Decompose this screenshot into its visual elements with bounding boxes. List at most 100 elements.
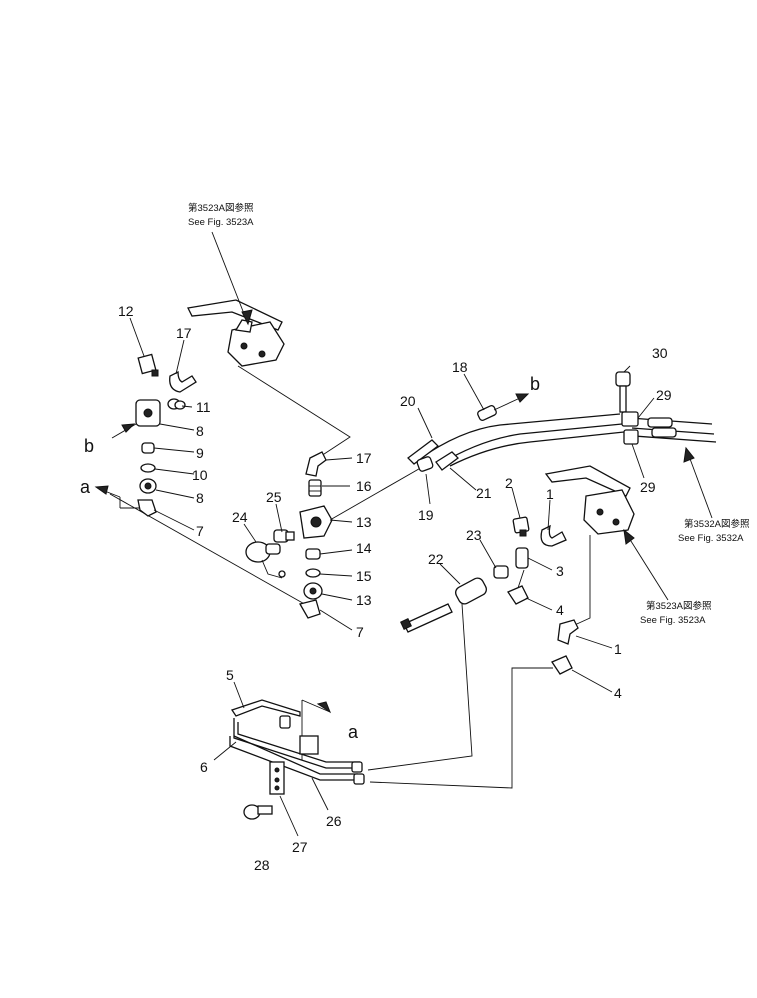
pipe-valve-to-1 bbox=[567, 535, 591, 629]
part-15-oring bbox=[305, 568, 321, 578]
ref-right-top-jp: 第3532A図参照 bbox=[684, 518, 750, 530]
callout-1-lower: 1 bbox=[614, 641, 622, 657]
part-16-connector bbox=[308, 479, 322, 497]
leader-lines bbox=[129, 317, 655, 837]
part-13-valve bbox=[299, 505, 333, 539]
callout-10: 10 bbox=[192, 467, 208, 483]
part-8-nut bbox=[139, 478, 157, 494]
part-1-hose-lower bbox=[557, 619, 579, 645]
ref-arrow-right-bottom bbox=[623, 528, 669, 601]
callout-13-upper: 13 bbox=[356, 514, 372, 530]
part-7-elbow-left bbox=[137, 499, 157, 517]
part-29-clamp-upper bbox=[621, 411, 639, 427]
callout-7-left: 7 bbox=[196, 523, 204, 539]
callout-8-lower: 8 bbox=[196, 490, 204, 506]
callout-23: 23 bbox=[466, 527, 482, 543]
callout-3: 3 bbox=[556, 563, 564, 579]
part-22-sensor bbox=[400, 577, 488, 633]
callout-13-lower: 13 bbox=[356, 592, 372, 608]
callout-5: 5 bbox=[226, 667, 234, 683]
callout-19: 19 bbox=[418, 507, 434, 523]
marker-a-right: a bbox=[348, 722, 359, 742]
callout-26: 26 bbox=[326, 813, 342, 829]
callout-18: 18 bbox=[452, 359, 468, 375]
part-17-hose-lower bbox=[305, 451, 327, 477]
arrow-b-left bbox=[111, 423, 137, 439]
callout-29-upper: 29 bbox=[656, 387, 672, 403]
callout-8-upper: 8 bbox=[196, 423, 204, 439]
ref-arrow-right-top bbox=[683, 446, 713, 519]
arrow-b-right bbox=[493, 393, 530, 411]
pipe-13-to-19 bbox=[329, 465, 425, 521]
arrow-a-right bbox=[301, 699, 332, 714]
callout-30: 30 bbox=[652, 345, 668, 361]
callout-21: 21 bbox=[476, 485, 492, 501]
part-11-fitting bbox=[167, 398, 186, 410]
callout-17-upper: 17 bbox=[176, 325, 192, 341]
callout-4-lower: 4 bbox=[614, 685, 622, 701]
marker-b-left: b bbox=[84, 436, 94, 456]
marker-b-right: b bbox=[530, 374, 540, 394]
part-24-switch bbox=[245, 541, 286, 579]
part-17-hose-upper bbox=[169, 370, 197, 393]
callout-28: 28 bbox=[254, 857, 270, 873]
callout-6: 6 bbox=[200, 759, 208, 775]
part-3-fitting bbox=[515, 547, 529, 569]
callout-7-lower: 7 bbox=[356, 624, 364, 640]
part-4-elbow-upper bbox=[507, 585, 529, 605]
callout-27: 27 bbox=[292, 839, 308, 855]
part-7-elbow-lower bbox=[299, 599, 321, 619]
tube-21-upper bbox=[417, 413, 621, 461]
part-8-block bbox=[135, 399, 161, 427]
part-23-fitting bbox=[493, 565, 509, 579]
part-20-hose-end bbox=[407, 439, 439, 465]
part-18-fitting bbox=[477, 405, 497, 421]
callout-12: 12 bbox=[118, 303, 134, 319]
tube-21-lower bbox=[449, 431, 625, 467]
ref-right-bottom-en: See Fig. 3523A bbox=[640, 615, 706, 626]
part-1-hose-upper bbox=[540, 524, 567, 547]
callout-29-lower: 29 bbox=[640, 479, 656, 495]
control-valve-upper-left bbox=[187, 299, 285, 367]
part-30-bolt bbox=[615, 371, 631, 413]
arrow-a-left bbox=[94, 485, 121, 498]
ref-right-top-en: See Fig. 3532A bbox=[678, 533, 744, 544]
part-14-spacer bbox=[305, 548, 321, 560]
ref-top-left-jp: 第3523A図参照 bbox=[188, 202, 254, 214]
callout-9: 9 bbox=[196, 445, 204, 461]
cable-ends-right bbox=[647, 417, 677, 438]
callout-11: 11 bbox=[196, 399, 211, 415]
callout-20: 20 bbox=[400, 393, 416, 409]
callout-24: 24 bbox=[232, 509, 248, 525]
part-2-elbow bbox=[512, 516, 530, 537]
callout-25: 25 bbox=[266, 489, 282, 505]
pipe-22-to-block bbox=[367, 603, 473, 771]
ref-top-left-en: See Fig. 3523A bbox=[188, 217, 254, 228]
callout-2: 2 bbox=[505, 475, 513, 491]
ref-right-bottom-jp: 第3523A図参照 bbox=[646, 600, 712, 612]
part-12-elbow bbox=[137, 353, 159, 377]
part-9-spacer bbox=[141, 442, 155, 454]
callout-17-lower: 17 bbox=[356, 450, 372, 466]
callout-15: 15 bbox=[356, 568, 372, 584]
pipe-4-to-block bbox=[369, 667, 553, 789]
callout-4-upper: 4 bbox=[556, 602, 564, 618]
callout-14: 14 bbox=[356, 540, 372, 556]
cable-bundle-right3 bbox=[633, 435, 717, 443]
part-13-nut bbox=[303, 582, 323, 600]
part-29-clamp-lower bbox=[623, 429, 639, 445]
part-28-bolt bbox=[243, 804, 273, 820]
part-21-hose-end bbox=[435, 451, 459, 471]
part-19-fitting bbox=[416, 456, 434, 472]
callout-16: 16 bbox=[356, 478, 372, 494]
pipe-block-assembly bbox=[229, 699, 365, 795]
control-valve-right bbox=[544, 465, 635, 535]
pipe-upper-left-valve-to-13 bbox=[237, 365, 351, 459]
marker-a-left: a bbox=[80, 477, 91, 497]
callout-22: 22 bbox=[428, 551, 444, 567]
part-10-oring bbox=[140, 463, 156, 473]
callout-1-upper: 1 bbox=[546, 486, 554, 502]
part-25-fitting bbox=[273, 529, 295, 543]
ref-arrow-top-left bbox=[211, 231, 253, 326]
